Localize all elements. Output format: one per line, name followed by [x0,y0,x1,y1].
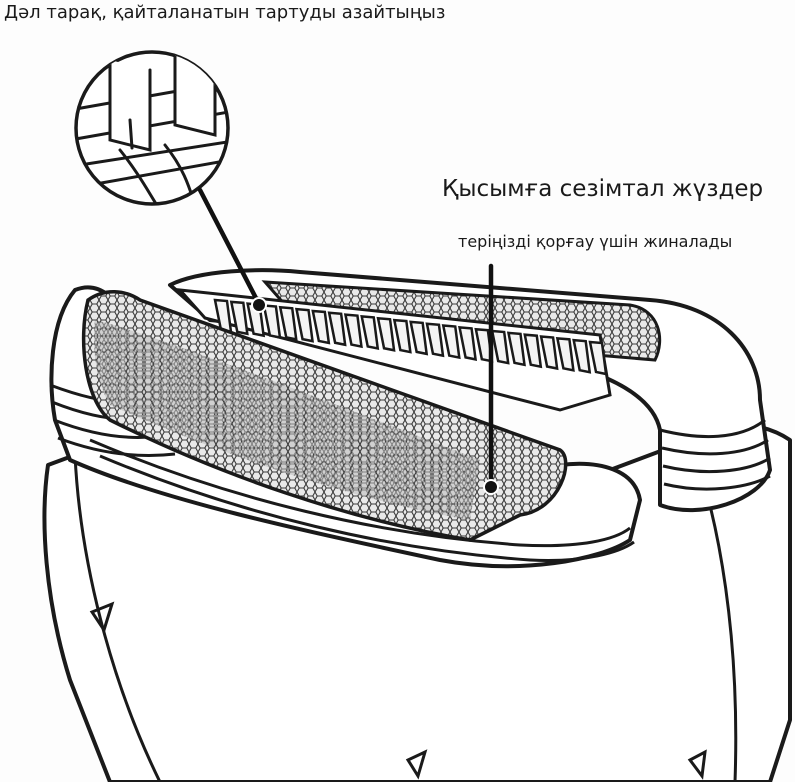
comb-tooth [327,311,347,347]
front-foil-shade [93,320,480,520]
comb-tooth [409,320,429,356]
comb-tooth [311,309,331,345]
comb-tooth [229,300,249,336]
comb-tooth [278,305,298,341]
comb-tooth [506,331,526,367]
comb-tooth [343,313,363,349]
comb-tooth [262,304,282,340]
comb-tooth [294,307,314,343]
magnifier-circle [74,50,230,206]
comb-tooth [458,326,478,361]
comb-tooth [588,340,608,376]
comb-tooth [360,315,380,351]
precision-comb [176,288,612,412]
callout-main-label: Қысымға сезімтал жүздер [442,176,764,202]
top-caption: Дәл тарақ, қайталанатын тартуды азайтыңы… [4,2,446,23]
comb-tooth [490,329,510,365]
comb-tooth [441,324,461,360]
comb-tooth [523,333,543,369]
body-marks [89,601,707,780]
callout-sub-label: теріңізді қорғау үшін жиналады [458,232,733,251]
comb-tooth [539,335,559,371]
comb-tooth [555,336,575,372]
comb-tooth [392,318,412,354]
comb-tooth [376,316,396,352]
comb-tooth [572,338,592,374]
callout-dot-icon [251,297,499,495]
callout-leaders [197,187,494,485]
comb-tooth [425,322,445,358]
